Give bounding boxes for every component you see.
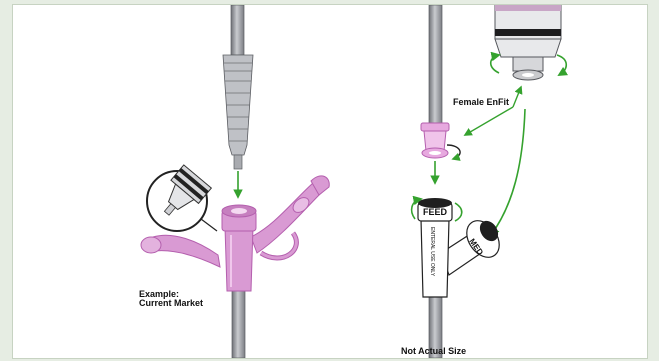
inset-pointer bbox=[201, 219, 217, 231]
current-market-label: Current Market bbox=[139, 298, 203, 308]
diagram-panel: FEED MED ENTERAL USE ONLY Example: Curre… bbox=[12, 4, 648, 359]
left-feeding-tube bbox=[223, 5, 253, 169]
right-feeding-tube bbox=[429, 5, 442, 123]
enteral-use-only-text: ENTERAL USE ONLY bbox=[429, 227, 435, 277]
connector-illustration: FEED MED ENTERAL USE ONLY bbox=[13, 5, 647, 358]
feed-port-label: FEED bbox=[423, 207, 448, 217]
enfit-syringe bbox=[491, 5, 567, 80]
female-enfit-label: Female EnFit bbox=[453, 97, 509, 107]
arrow-to-female-enfit bbox=[465, 107, 513, 135]
not-actual-size-note: Not Actual Size bbox=[401, 346, 466, 356]
enfit-y-port-connector bbox=[412, 198, 506, 358]
female-enfit-connector bbox=[421, 123, 460, 159]
syringe-tip-inset bbox=[147, 165, 211, 231]
arrow-to-syringe bbox=[513, 87, 521, 107]
arrow-to-med-port bbox=[491, 109, 525, 235]
